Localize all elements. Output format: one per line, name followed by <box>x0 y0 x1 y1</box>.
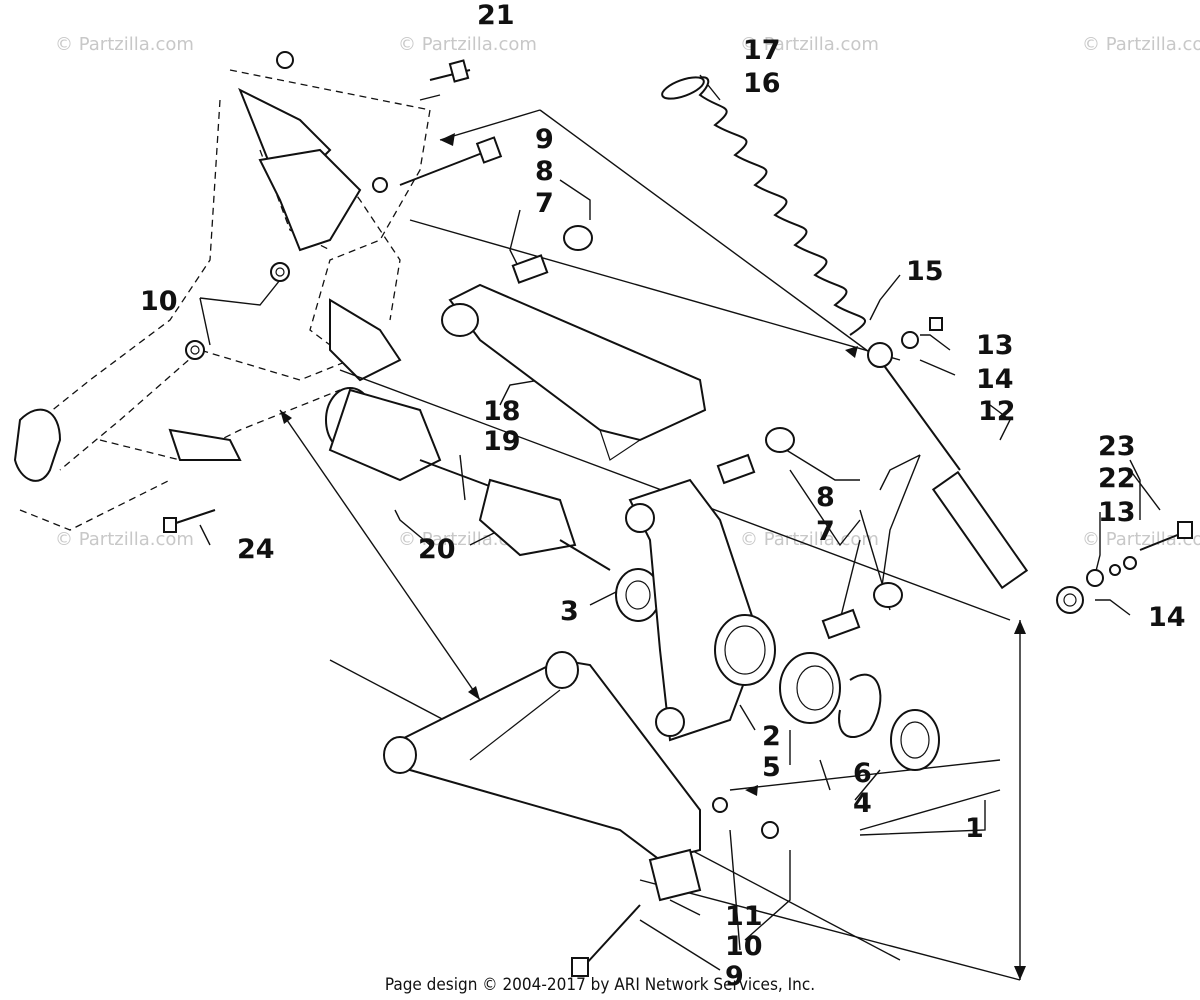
shock-absorber-12 <box>867 342 1084 614</box>
watermark: © Partzilla.com <box>55 529 194 550</box>
a-arm-lower <box>383 651 702 902</box>
callout-10-top: 10 <box>140 286 178 317</box>
callout-16: 16 <box>743 68 781 99</box>
bushings <box>511 225 903 640</box>
callout-19: 19 <box>483 426 521 457</box>
sleeve-13-upper <box>929 317 943 331</box>
callout-11: 11 <box>725 901 763 932</box>
callout-12: 12 <box>978 396 1016 427</box>
callout-15: 15 <box>906 256 944 287</box>
callout-14-top: 14 <box>976 364 1014 395</box>
knuckle-2 <box>625 478 776 742</box>
cv-axle-19-20 <box>325 387 611 571</box>
watermark: © Partzilla.com <box>1082 34 1200 55</box>
fasteners <box>163 59 1193 977</box>
seal-4 <box>890 709 940 771</box>
callout-23: 23 <box>1098 431 1136 462</box>
watermark: © Partzilla.com <box>740 34 879 55</box>
frame-outline <box>13 51 431 531</box>
callout-1: 1 <box>965 813 984 844</box>
bolt-9-top <box>399 136 503 186</box>
nut-10-upper <box>270 262 290 282</box>
circlip-6 <box>838 673 882 739</box>
nut-10-bottom <box>761 821 779 839</box>
callout-20: 20 <box>418 534 456 565</box>
bolt-end-11 <box>712 797 728 813</box>
nut-10-lower <box>185 340 205 360</box>
callout-7-mid: 7 <box>816 516 835 547</box>
bushing-14-lower <box>1086 569 1104 587</box>
bearing-5 <box>779 652 841 724</box>
callout-22: 22 <box>1098 463 1136 494</box>
footer-credit: Page design © 2004-2017 by ARI Network S… <box>385 975 815 995</box>
callout-labels: 21 17 16 9 8 7 15 10 13 14 18 12 19 23 2… <box>140 0 1186 992</box>
callout-2: 2 <box>762 721 781 752</box>
leader-lines <box>199 74 1161 981</box>
callout-18: 18 <box>483 396 521 427</box>
callout-13-bottom: 13 <box>1098 497 1136 528</box>
bolt-23 <box>1139 521 1193 551</box>
bushing-14-upper <box>901 331 919 349</box>
washer-13-lower <box>1109 564 1121 576</box>
shock-spring-16 <box>661 76 866 336</box>
watermark: © Partzilla.com <box>740 529 879 550</box>
bolt-9-bottom <box>571 904 641 977</box>
bolt-24 <box>163 509 216 533</box>
callout-7-top: 7 <box>535 188 554 219</box>
watermark: © Partzilla.com <box>1082 529 1200 550</box>
callout-8-mid: 8 <box>816 482 835 513</box>
callout-13-top: 13 <box>976 330 1014 361</box>
callout-14-bottom: 14 <box>1148 602 1186 633</box>
callout-24: 24 <box>237 534 275 565</box>
callout-9-top: 9 <box>535 124 554 155</box>
callout-9-bottom: 9 <box>725 961 744 992</box>
callout-21: 21 <box>477 0 515 31</box>
bracket-18 <box>441 283 707 461</box>
watermark: © Partzilla.com <box>55 34 194 55</box>
watermark-layer: © Partzilla.com © Partzilla.com © Partzi… <box>55 34 1200 550</box>
watermark: © Partzilla.com <box>398 34 537 55</box>
callout-17: 17 <box>743 35 781 66</box>
bolt-21 <box>429 59 471 83</box>
callout-10-bottom: 10 <box>725 931 763 962</box>
callout-4: 4 <box>853 788 872 819</box>
washer-22 <box>1123 556 1137 570</box>
callout-8-top: 8 <box>535 156 554 187</box>
callout-6: 6 <box>853 758 872 789</box>
callout-3: 3 <box>560 596 579 627</box>
callout-5: 5 <box>762 752 781 783</box>
